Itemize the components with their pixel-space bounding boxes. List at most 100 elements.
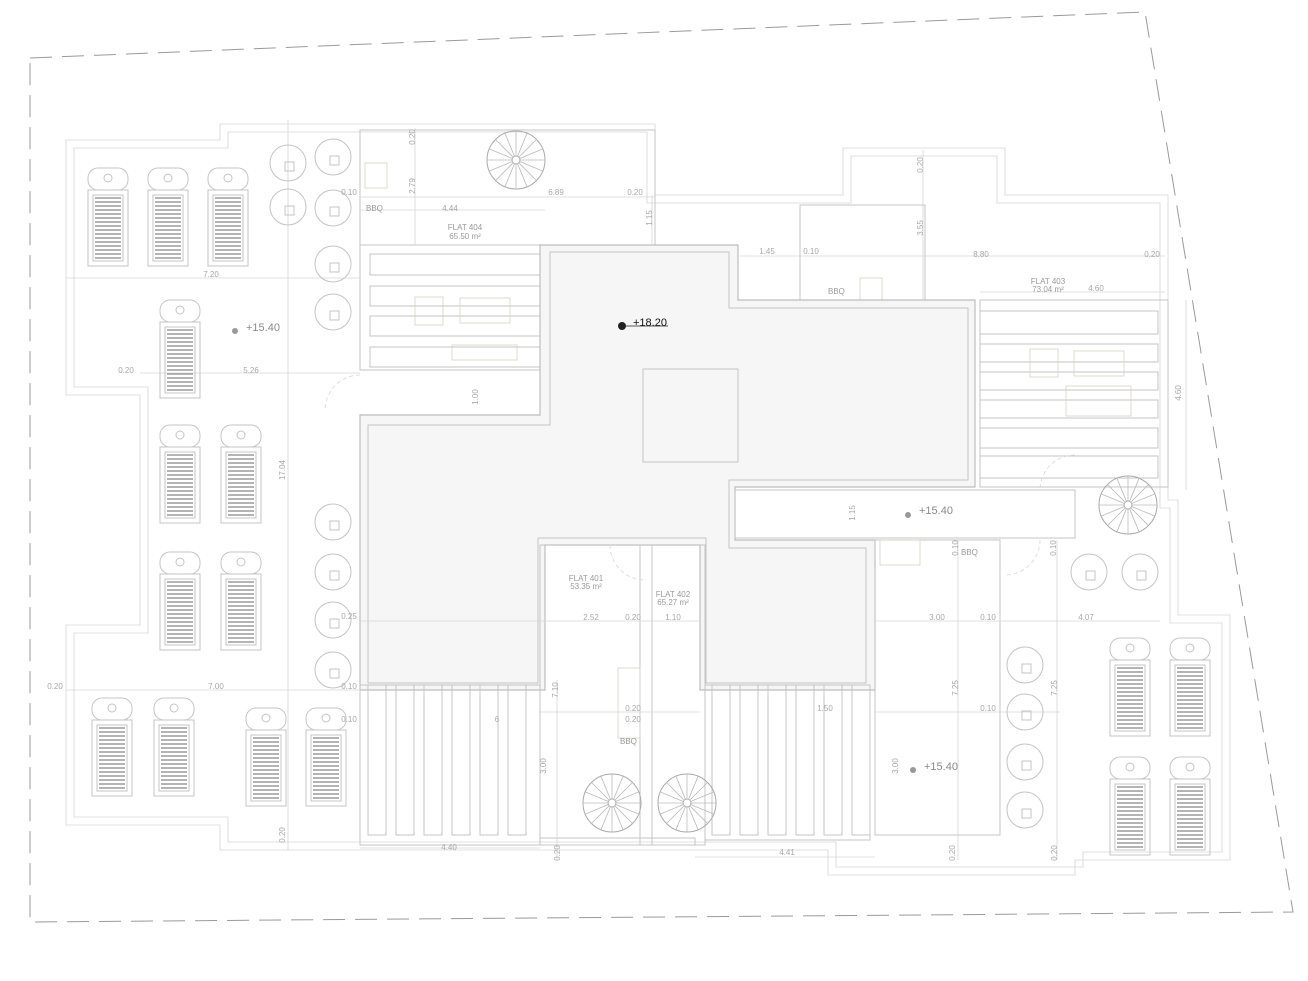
skylight bbox=[642, 368, 739, 463]
bbq-label: BBQ bbox=[828, 287, 845, 296]
dimension-label: 1.15 bbox=[645, 210, 654, 226]
pergola-slat bbox=[395, 684, 415, 836]
dimension-label: 0.20 bbox=[47, 682, 63, 691]
round-table bbox=[314, 651, 352, 689]
dimension-label: 4.60 bbox=[1088, 284, 1104, 293]
spiral-stair bbox=[1098, 475, 1158, 535]
round-table bbox=[314, 553, 352, 591]
flat-401-402 bbox=[359, 539, 1001, 846]
pergola-slat bbox=[851, 684, 871, 836]
sun-lounger bbox=[1109, 756, 1151, 856]
round-table bbox=[1006, 693, 1044, 731]
level-marker-roof: +18.20 bbox=[618, 317, 668, 330]
dimension-label: 0.10 bbox=[341, 682, 357, 691]
dimension-label: 0.10 bbox=[341, 188, 357, 197]
dimension-label: 7.10 bbox=[551, 682, 560, 698]
pergola-slat bbox=[451, 684, 471, 836]
bbq-label: BBQ bbox=[620, 737, 637, 746]
level-roof: +18.20 bbox=[633, 317, 667, 329]
pergola-slat bbox=[823, 684, 843, 836]
flat-403-name: FLAT 403 bbox=[1031, 277, 1066, 286]
dimension-label: 6.89 bbox=[548, 188, 564, 197]
sun-lounger bbox=[1169, 756, 1211, 856]
flat-404-name: FLAT 404 bbox=[448, 223, 483, 232]
sun-lounger bbox=[147, 167, 189, 267]
level-terrace-east: +15.40 bbox=[919, 505, 953, 517]
building-mass-inner bbox=[367, 251, 969, 684]
round-table bbox=[314, 245, 352, 283]
sun-lounger bbox=[245, 707, 287, 807]
dimension-label: 3.00 bbox=[929, 613, 945, 622]
pergola-slat bbox=[711, 684, 731, 836]
flat-404-area: 65.50 m² bbox=[449, 232, 481, 241]
round-table bbox=[314, 293, 352, 331]
dimension-label: 0.20 bbox=[1050, 845, 1059, 861]
dimension-label: 0.10 bbox=[803, 247, 819, 256]
sun-lounger bbox=[220, 551, 262, 651]
flat-402-name: FLAT 402 bbox=[656, 590, 691, 599]
sun-lounger bbox=[220, 424, 262, 524]
flat-402-area: 65.27 m² bbox=[657, 598, 689, 607]
dimension-label: 0.20 bbox=[278, 827, 287, 843]
dimension-label: 7.25 bbox=[1050, 680, 1059, 696]
flat-401-area: 53.35 m² bbox=[570, 582, 602, 591]
level-marker-terrace: +15.40 +15.40 +15.40 bbox=[232, 322, 958, 773]
sun-lounger bbox=[1109, 637, 1151, 737]
dimension-label: 0.10 bbox=[980, 704, 996, 713]
round-table bbox=[314, 189, 352, 227]
round-table bbox=[1006, 791, 1044, 829]
dimension-label: 5.26 bbox=[243, 366, 259, 375]
round-table bbox=[269, 144, 307, 182]
pergola-slat bbox=[795, 684, 815, 836]
spiral-stair bbox=[582, 773, 642, 833]
pergola-slat bbox=[367, 684, 387, 836]
site-boundary bbox=[29, 11, 1294, 923]
dimension-label: 1.10 bbox=[665, 613, 681, 622]
dimension-label: 3.00 bbox=[539, 758, 548, 774]
sun-lounger bbox=[159, 424, 201, 524]
round-table bbox=[1070, 553, 1108, 591]
sun-lounger bbox=[207, 167, 249, 267]
pergola-slat bbox=[423, 684, 443, 836]
dimension-label: 0.10 bbox=[341, 715, 357, 724]
sun-lounger bbox=[91, 697, 133, 797]
dimension-label: 8.80 bbox=[973, 250, 989, 259]
round-table bbox=[1006, 743, 1044, 781]
dimension-lines bbox=[66, 120, 1187, 860]
flat-401-name: FLAT 401 bbox=[569, 574, 604, 583]
dimension-label: 7.20 bbox=[203, 270, 219, 279]
dimension-label: 6 bbox=[495, 715, 500, 724]
terrace-outline-inner bbox=[73, 131, 1223, 868]
level-terrace-south: +15.40 bbox=[924, 761, 958, 773]
bbq-label: BBQ bbox=[366, 204, 383, 213]
pergola-slat bbox=[479, 684, 499, 836]
dimension-label: 4.44 bbox=[442, 204, 458, 213]
round-table bbox=[314, 601, 352, 639]
round-table bbox=[1006, 646, 1044, 684]
sun-lounger bbox=[159, 551, 201, 651]
dimension-label: 0.20 bbox=[625, 613, 641, 622]
dimension-label: 0.20 bbox=[625, 704, 641, 713]
sun-loungers bbox=[87, 167, 1211, 856]
dimension-label: 4.07 bbox=[1078, 613, 1094, 622]
dimension-label: 4.60 bbox=[1174, 385, 1183, 401]
dimension-label: 17.04 bbox=[278, 459, 287, 480]
dimension-label: 0.20 bbox=[553, 845, 562, 861]
round-table bbox=[1121, 553, 1159, 591]
dimension-label: 0.20 bbox=[118, 366, 134, 375]
flat-403 bbox=[799, 204, 1169, 488]
spiral-stair bbox=[486, 130, 546, 190]
sun-lounger bbox=[159, 299, 201, 399]
dimension-label: 0.25 bbox=[341, 612, 357, 621]
level-terrace-west: +15.40 bbox=[246, 322, 280, 334]
dimension-label: 0.20 bbox=[625, 715, 641, 724]
dimension-label: 0.20 bbox=[948, 845, 957, 861]
round-table bbox=[314, 138, 352, 176]
dimension-label: 0.10 bbox=[1049, 540, 1058, 556]
round-table bbox=[269, 188, 307, 226]
round-tables bbox=[269, 138, 1159, 829]
dimension-label: 7.00 bbox=[208, 682, 224, 691]
dimension-label: 0.20 bbox=[1144, 250, 1160, 259]
dimension-label: 0.20 bbox=[916, 157, 925, 173]
